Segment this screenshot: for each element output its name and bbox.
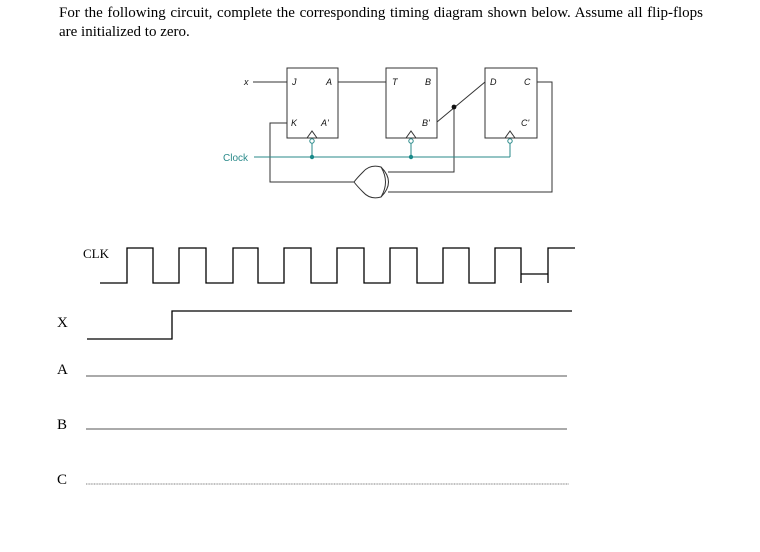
aprime-label: A' — [320, 118, 329, 128]
k-label: K — [291, 118, 298, 128]
clk-signal-label: CLK — [83, 246, 110, 261]
a-label: A — [325, 77, 332, 87]
b-label: B — [425, 77, 431, 87]
clock-node — [309, 154, 315, 160]
c-label: C — [524, 77, 531, 87]
t-flipflop — [385, 67, 438, 139]
bprime-to-or-wire — [388, 107, 455, 173]
a-signal-label: A — [57, 362, 68, 378]
jk-flipflop — [286, 67, 339, 139]
bprime-to-d-wire — [436, 81, 486, 123]
bprime-node — [451, 104, 457, 110]
c-signal-label: C — [57, 472, 67, 488]
problem-statement: For the following circuit, complete the … — [59, 5, 703, 40]
clock-network — [254, 138, 513, 158]
clk-waveform — [100, 247, 522, 284]
bprime-label: B' — [422, 118, 430, 128]
clock-node — [408, 154, 414, 160]
cprime-label: C' — [521, 118, 529, 128]
or-to-k-wire — [269, 122, 354, 183]
clock-label: Clock — [223, 153, 249, 164]
j-label: J — [291, 77, 297, 87]
circuit-diagram — [253, 67, 553, 199]
t-label: T — [392, 77, 399, 87]
c-to-or-wire — [388, 81, 553, 193]
d-flipflop — [484, 67, 538, 139]
or-gate — [353, 165, 389, 199]
x-signal-label: X — [57, 315, 68, 331]
x-input-label: x — [243, 77, 249, 87]
x-waveform — [87, 310, 572, 340]
b-signal-label: B — [57, 417, 67, 433]
d-label: D — [490, 77, 497, 87]
